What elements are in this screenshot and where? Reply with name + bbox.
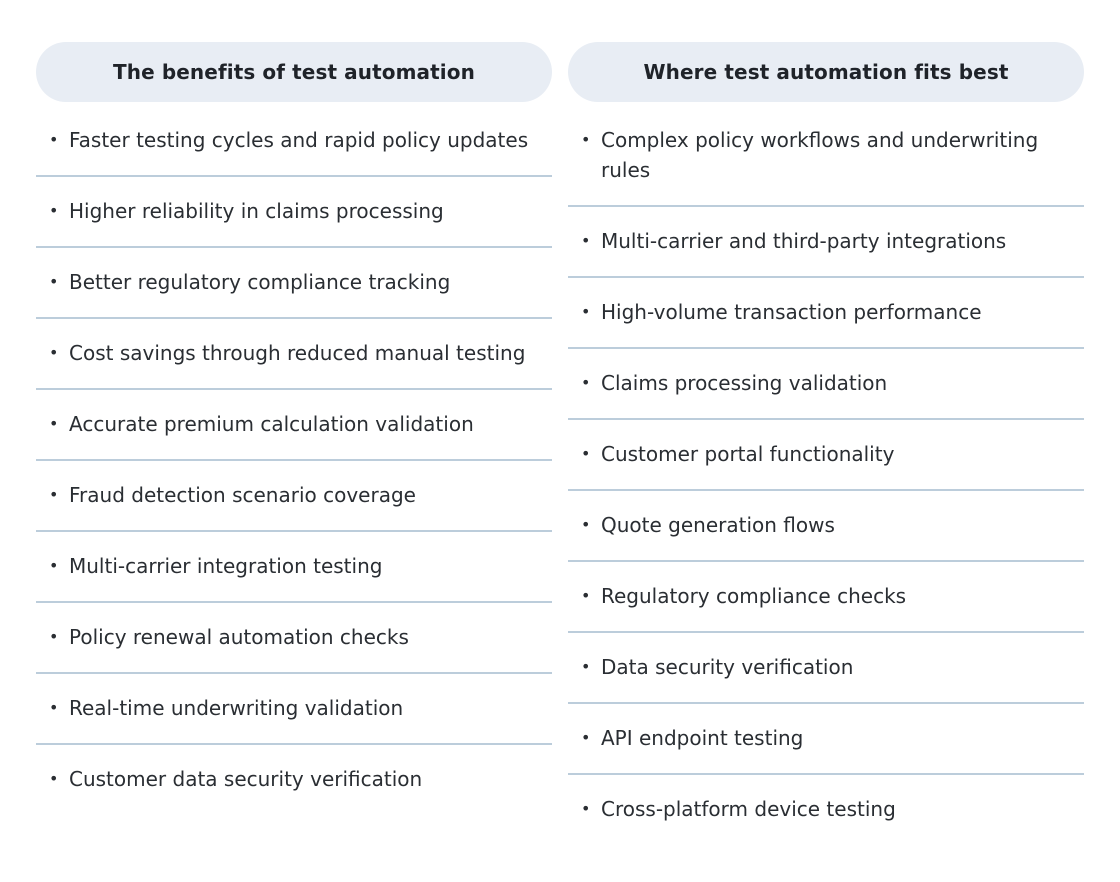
list-item-label: Fraud detection scenario coverage [69,483,416,507]
bullet-icon: • [581,373,591,392]
list-item-label: Cost savings through reduced manual test… [69,341,526,365]
list-item-label: Cross-platform device testing [601,797,896,821]
bullet-icon: • [49,485,59,504]
list-item-label: Regulatory compliance checks [601,584,907,608]
list-item: • Cost savings through reduced manual tes… [36,319,552,390]
bullet-icon: • [49,627,59,646]
bullet-icon: • [49,414,59,433]
list-item-label: Claims processing validation [601,371,888,395]
bullet-icon: • [581,130,591,149]
bullet-icon: • [581,728,591,747]
list-item-label: Real-time underwriting validation [69,696,404,720]
bullet-icon: • [49,698,59,717]
fits-best-column-header: Where test automation fits best [568,42,1084,102]
list-item: • Complex policy workflows and underwriti… [568,106,1084,207]
list-item: • Quote generation flows [568,491,1084,562]
list-item: • Policy renewal automation checks [36,603,552,674]
bullet-icon: • [49,130,59,149]
list-item-label: Better regulatory compliance tracking [69,270,451,294]
bullet-icon: • [581,586,591,605]
list-item: • Cross-platform device testing [568,775,1084,844]
list-item-label: Customer portal functionality [601,442,895,466]
comparison-table: The benefits of test automation • Faster … [36,42,1084,844]
benefits-column: The benefits of test automation • Faster … [36,42,552,844]
list-item-label: Customer data security verification [69,767,423,791]
fits-best-list: • Complex policy workflows and underwriti… [568,106,1084,844]
list-item-label: Data security verification [601,655,854,679]
list-item: • Multi-carrier integration testing [36,532,552,603]
list-item-label: Multi-carrier and third-party integratio… [601,229,1007,253]
list-item: • API endpoint testing [568,704,1084,775]
bullet-icon: • [49,556,59,575]
bullet-icon: • [581,515,591,534]
list-item-label: High-volume transaction performance [601,300,982,324]
list-item: • Better regulatory compliance tracking [36,248,552,319]
list-item: • Data security verification [568,633,1084,704]
bullet-icon: • [581,444,591,463]
bullet-icon: • [49,769,59,788]
list-item: • Real-time underwriting validation [36,674,552,745]
list-item-label: Quote generation flows [601,513,835,537]
list-item-label: Accurate premium calculation validation [69,412,474,436]
list-item: • Regulatory compliance checks [568,562,1084,633]
list-item-label: Higher reliability in claims processing [69,199,444,223]
list-item: • Claims processing validation [568,349,1084,420]
list-item-label: Multi-carrier integration testing [69,554,383,578]
bullet-icon: • [49,343,59,362]
bullet-icon: • [581,231,591,250]
list-item-label: Complex policy workflows and underwritin… [601,128,1039,182]
list-item: • Higher reliability in claims processing [36,177,552,248]
list-item-label: Faster testing cycles and rapid policy u… [69,128,529,152]
bullet-icon: • [581,657,591,676]
benefits-column-header: The benefits of test automation [36,42,552,102]
list-item: • Customer portal functionality [568,420,1084,491]
list-item: • Customer data security verification [36,745,552,814]
list-item: • Faster testing cycles and rapid policy … [36,106,552,177]
list-item: • High-volume transaction performance [568,278,1084,349]
list-item: • Fraud detection scenario coverage [36,461,552,532]
fits-best-column: Where test automation fits best • Complex… [568,42,1084,844]
benefits-list: • Faster testing cycles and rapid policy … [36,106,552,814]
bullet-icon: • [49,201,59,220]
list-item: • Accurate premium calculation validation [36,390,552,461]
list-item: • Multi-carrier and third-party integrati… [568,207,1084,278]
list-item-label: Policy renewal automation checks [69,625,409,649]
bullet-icon: • [581,799,591,818]
list-item-label: API endpoint testing [601,726,804,750]
bullet-icon: • [49,272,59,291]
bullet-icon: • [581,302,591,321]
